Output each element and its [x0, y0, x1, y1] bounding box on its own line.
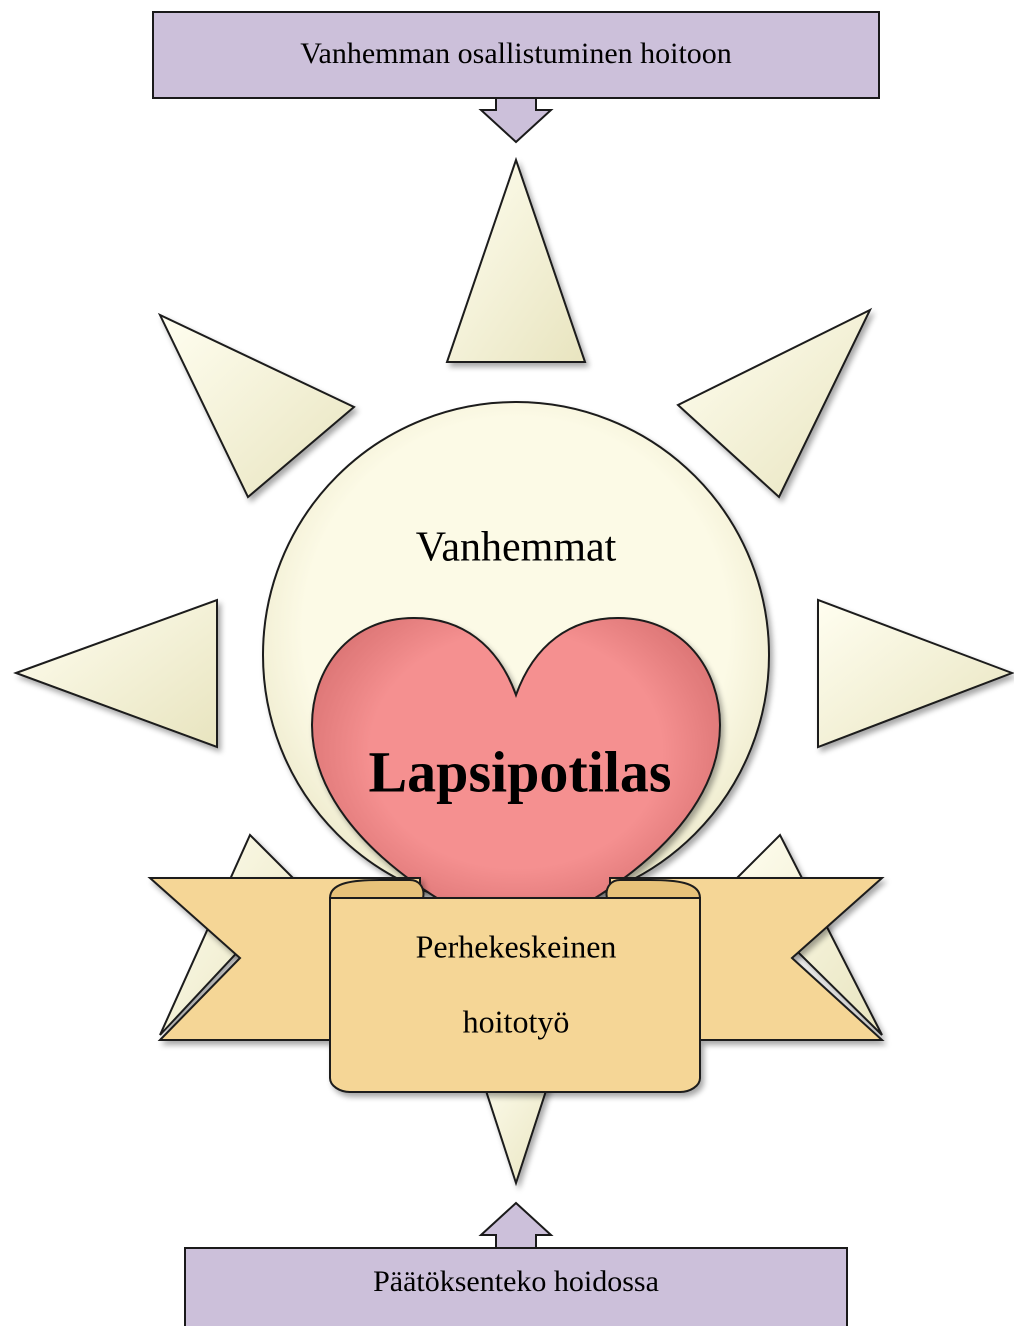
bottom-box: Päätöksenteko hoidossa [185, 1248, 847, 1326]
banner-label-line1: Perhekeskeinen [416, 928, 617, 964]
ray-top-right [678, 310, 870, 497]
banner-center [330, 898, 700, 1092]
top-arrow [481, 98, 551, 142]
heart-label: Lapsipotilas [369, 739, 672, 804]
banner [150, 878, 882, 1092]
ray-top-left [160, 315, 354, 497]
banner-label-line2: hoitotyö [463, 1003, 570, 1039]
ray-top [447, 160, 585, 362]
bottom-arrow [481, 1203, 551, 1248]
ray-left [16, 600, 217, 747]
parents-label: Vanhemmat [416, 525, 617, 571]
top-box: Vanhemman osallistuminen hoitoon [153, 12, 879, 98]
bottom-box-label: Päätöksenteko hoidossa [373, 1265, 659, 1298]
ray-right [818, 600, 1012, 747]
top-box-label: Vanhemman osallistuminen hoitoon [300, 37, 732, 70]
